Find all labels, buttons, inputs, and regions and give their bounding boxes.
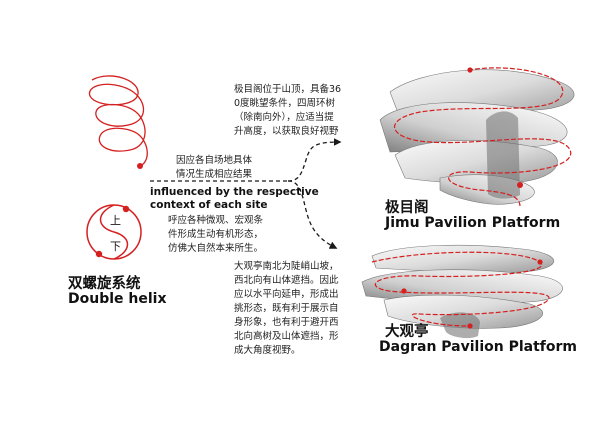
spiral-sketch-icon [88, 75, 148, 169]
dagran-description: 大观亭南北为陡峭山坡， 西北向有山体遮挡。因此 应以水平向延申，形成出 挑形态，… [234, 261, 339, 356]
dagran-title-cn: 大观亭 [385, 324, 429, 340]
double-helix-icon [86, 204, 142, 260]
middle-cn-top: 因应各自场地具体 情况生成相应结果 [176, 155, 253, 180]
helix-label-bottom: 下 [110, 240, 121, 253]
dagran-title-en: Dagran Pavilion Platform [379, 339, 577, 355]
branch-arrows [150, 138, 342, 249]
dagran-pavilion-render [361, 244, 563, 339]
middle-en-text: influenced by the respective context of … [150, 186, 319, 211]
system-title-cn: 双螺旋系统 [68, 276, 141, 292]
middle-cn-bottom: 呼应各种微观、宏观条 件形成生动有机形态， 仿佛大自然本来所生。 [168, 215, 264, 254]
jimu-title-cn: 极目阁 [385, 200, 429, 216]
jimu-description: 极目阁位于山顶，具备36 0度眺望条件，四周环树 （除南向外），应适当提 升高度… [234, 84, 342, 137]
jimu-title-en: Jimu Pavilion Platform [385, 215, 561, 231]
jimu-pavilion-render [379, 67, 575, 207]
system-title-en: Double helix [68, 291, 167, 307]
helix-label-top: 上 [110, 214, 121, 227]
